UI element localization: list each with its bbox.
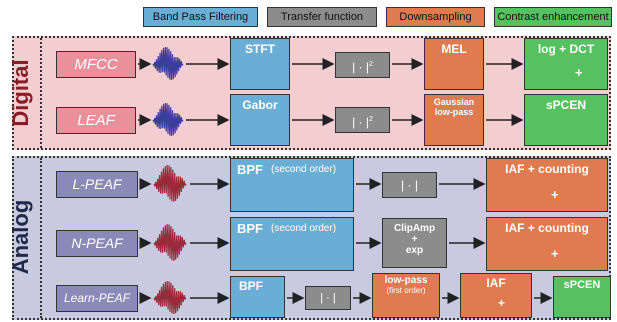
iaf-counting-label: IAF + counting <box>505 162 589 176</box>
spcen-label: sPCEN <box>545 98 586 112</box>
waveform-icon <box>153 165 187 202</box>
magnitude-block-lpeaf: | · | <box>382 172 437 198</box>
legend-transfer: Transfer function <box>267 7 377 27</box>
lowpass-label: low-pass <box>384 275 428 286</box>
gabor-block: Gabor <box>230 94 290 146</box>
waveform-icon <box>152 46 184 81</box>
magnitude-block-learn: | · | <box>305 286 351 310</box>
waveform-icon <box>152 102 184 137</box>
bpf-block-learn: BPF <box>230 276 285 318</box>
iaf-label: IAF <box>486 276 506 290</box>
plus-label: + <box>498 296 506 310</box>
method-lpeaf: L-PEAF <box>56 171 138 198</box>
lowpass-block-learn: low-pass (first order) <box>372 273 440 318</box>
log-dct-label: log + DCT <box>537 42 595 56</box>
gaussian-label: Gaussian <box>433 97 475 107</box>
stft-label: STFT <box>245 42 275 56</box>
method-leaf: LEAF <box>56 107 136 134</box>
exp-label: exp <box>405 245 424 256</box>
spcen-label: sPCEN <box>563 279 601 291</box>
bpf-label: BPF <box>237 162 263 177</box>
log-dct-block: log + DCT + <box>524 38 608 90</box>
iaf-counting-label: IAF + counting <box>505 221 589 235</box>
gabor-label: Gabor <box>242 98 278 112</box>
magnitude-sq-block-mfcc: | · |2 <box>335 52 390 78</box>
bpf-label: BPF <box>237 221 263 236</box>
plus-label: + <box>411 234 418 245</box>
plus-label: + <box>575 65 583 80</box>
mel-block: MEL <box>424 38 484 90</box>
method-learn-peaf: Learn-PEAF <box>56 285 138 312</box>
bpf-block-npeaf: BPF (second order) <box>230 217 354 271</box>
bpf-order-label: (second order) <box>271 164 337 175</box>
analog-divider <box>40 158 42 318</box>
bpf-order-label: (second order) <box>271 223 337 234</box>
digital-divider <box>40 38 42 148</box>
clipamp-label: ClipAmp <box>393 223 436 234</box>
power-label: 2 <box>369 116 373 123</box>
magnitude-label: | · | <box>352 60 369 74</box>
spcen-block-leaf: sPCEN <box>524 94 608 146</box>
plus-label: + <box>551 187 559 202</box>
gaussian-lowpass-block: Gaussian low-pass <box>424 94 484 146</box>
iaf-counting-block-npeaf: IAF + counting + <box>486 217 608 271</box>
mel-label: MEL <box>441 42 467 56</box>
lowpass-order-label: (first order) <box>386 286 426 295</box>
legend-contrast: Contrast enhancement <box>494 7 612 27</box>
waveform-icon <box>153 224 187 261</box>
bpf-block-lpeaf: BPF (second order) <box>230 158 354 212</box>
iaf-counting-block-lpeaf: IAF + counting + <box>486 158 608 212</box>
legend-downsampling: Downsampling <box>386 7 485 27</box>
method-npeaf: N-PEAF <box>56 230 138 257</box>
method-mfcc: MFCC <box>56 51 136 78</box>
legend-band-pass: Band Pass Filtering <box>143 7 258 27</box>
waveform-icon <box>153 280 187 315</box>
spcen-block-learn: sPCEN <box>553 276 611 318</box>
plus-label: + <box>551 246 559 261</box>
power-label: 2 <box>369 61 373 68</box>
clipamp-exp-block: ClipAmp + exp <box>382 218 447 268</box>
iaf-block-learn: IAF + <box>460 273 532 318</box>
magnitude-label: | · | <box>352 115 369 129</box>
magnitude-sq-block-leaf: | · |2 <box>335 107 390 133</box>
lowpass-label: low-pass <box>434 107 474 117</box>
bpf-label: BPF <box>239 279 263 293</box>
stft-block: STFT <box>230 38 290 90</box>
